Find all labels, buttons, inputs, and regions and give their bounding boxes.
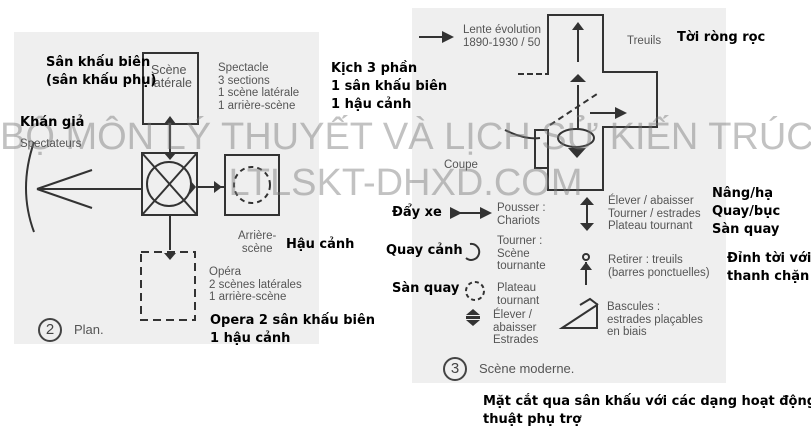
rotate-icon-path [465, 242, 481, 261]
text-line: Nâng/hạ [712, 186, 773, 201]
text-line: Bascules : [607, 301, 661, 313]
text-line: Tourner / estrades [608, 207, 701, 220]
audience-arc [25, 141, 35, 233]
text-line: Chariots [497, 214, 540, 227]
text-line: 1 hậu cảnh [331, 97, 412, 112]
legend-pousser: Pousser :Chariots [497, 202, 546, 227]
text-line: Sân khấu biên [46, 55, 151, 70]
text-line: Spectacle [218, 62, 269, 74]
text-line: 1 arrière-scène [209, 291, 287, 303]
text-line: Sàn quay [712, 222, 780, 237]
text-line: Plateau tournant [608, 220, 693, 232]
text-line: 2 scènes latérales [209, 278, 302, 291]
text-line: Plateau [497, 282, 537, 294]
text-line: Quay/bục [712, 204, 781, 219]
text-line: Lente évolution [463, 24, 542, 36]
text-line: Kịch 3 phần [331, 61, 418, 76]
arriere-scene-label: Arrière-scène [238, 230, 276, 255]
text-line: tournant [497, 294, 540, 307]
text-line: 1 hậu cảnh [210, 331, 291, 346]
caption-text: Scène moderne. [479, 361, 575, 376]
text-line: 1 sân khấu biên [331, 79, 448, 94]
stage-section-outline [547, 14, 658, 191]
text-line: Estrades [493, 334, 539, 346]
text-line: 3 sections [218, 74, 270, 87]
vi-quay-canh: Quay cảnh [386, 243, 463, 258]
vi-treuils: Tời ròng rọc [677, 30, 766, 45]
moderne-panel [412, 8, 726, 383]
vi-hau-canh: Hậu cảnh [286, 237, 355, 252]
vi-dinh-toi: Đỉnh tời với thanh chặn [727, 250, 811, 286]
text-line: 1 scène latérale [218, 87, 300, 99]
text-line: Pousser : [497, 202, 546, 214]
bottom-caption: Mặt cắt qua sân khấu với các dạng hoạt đ… [483, 393, 811, 429]
plan-caption: 2 Plan. [38, 318, 104, 342]
text-line: (barres ponctuelles) [608, 266, 710, 279]
text-line: 1 arrière-scène [218, 99, 296, 112]
figure-number: 2 [38, 318, 62, 342]
text-line: tournante [497, 260, 546, 272]
text-line: Scène [151, 63, 187, 77]
figure-number: 3 [443, 357, 467, 381]
text-line: abaisser [493, 321, 537, 334]
text-line: Élever / [493, 309, 532, 321]
text-line: (sân khấu phụ) [46, 73, 157, 88]
text-line: Opéra [209, 266, 241, 278]
text-line: Đỉnh tời với [727, 251, 811, 266]
moderne-caption: 3 Scène moderne. [443, 357, 574, 381]
text-line: Scène [497, 247, 530, 260]
text-line: thuật phụ trợ [483, 412, 582, 427]
caption-text: Plan. [74, 322, 104, 337]
vi-kich: Kịch 3 phần 1 sân khấu biên 1 hậu cảnh [331, 60, 447, 114]
vi-san-khau-bien: Sân khấu biên (sân khấu phụ) [46, 54, 156, 90]
text-line: 1890-1930 / 50 [463, 36, 541, 49]
text-line: Opera 2 sân khấu biên [210, 313, 376, 328]
vi-day-xe: Đẩy xe [392, 205, 442, 220]
vi-khan-gia: Khán giả [20, 115, 85, 130]
spectateurs-label: Spectateurs [20, 138, 82, 150]
text-line: Mặt cắt qua sân khấu với các dạng hoạt đ… [483, 394, 811, 409]
text-line: Arrière- [238, 230, 277, 242]
text-line: Retirer : treuils [608, 254, 683, 266]
vi-san-quay: Sàn quay [392, 281, 460, 296]
text-line: Élever / abaisser [608, 195, 694, 207]
coupe-label: Coupe [444, 159, 478, 171]
vi-opera: Opera 2 sân khấu biên 1 hậu cảnh [210, 312, 375, 348]
text-line: scène [241, 242, 273, 255]
watermark-line1: BỘ MÔN LÝ THUYẾT VÀ LỊCH SỬ KIẾN TRÚC [0, 116, 811, 158]
text-line: Tourner : [497, 235, 543, 247]
arriere-scene-box [224, 154, 280, 216]
treuils-label: Treuils [627, 35, 662, 47]
text-line: estrades plaçables [607, 313, 703, 326]
text-line: thanh chặn [727, 269, 810, 284]
text-line: en biais [607, 326, 647, 338]
legend-retirer: Retirer : treuils(barres ponctuelles) [608, 254, 710, 279]
text-line: latérale [151, 76, 192, 90]
watermark-line2: LTLSKT-DHXD.COM [228, 162, 583, 204]
opera-box [140, 251, 196, 321]
